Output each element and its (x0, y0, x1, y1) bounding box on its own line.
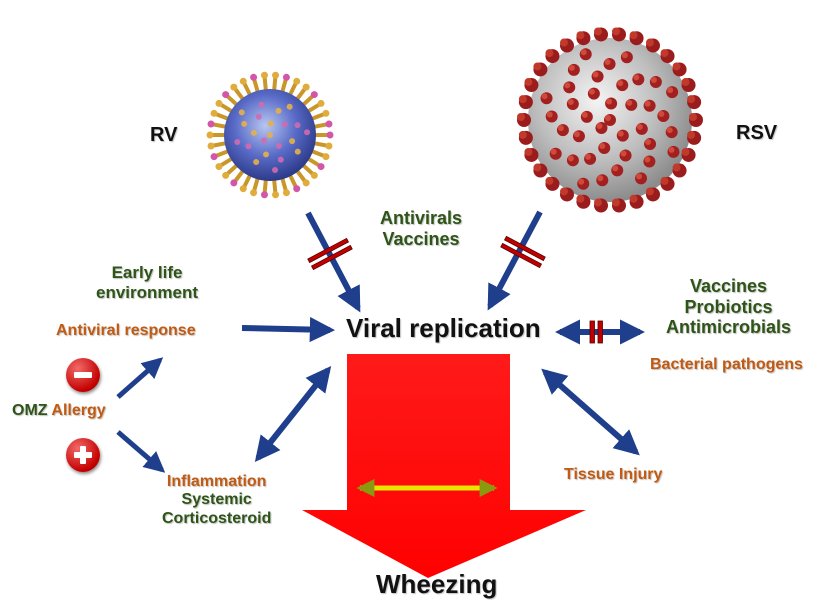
rsv-label: RSV (736, 122, 778, 144)
omz-label: OMZ (12, 402, 48, 419)
arrow-inflammation-replication (254, 366, 332, 462)
right-interventions: Vaccines Probiotics Antimicrobials (666, 276, 791, 338)
arrow-allergy-to-inflammation (116, 430, 166, 473)
systemic-label: Systemic (181, 491, 252, 509)
right-probiotics-label: Probiotics (684, 296, 773, 317)
plus-circle-icon (66, 438, 100, 472)
inflammation-block: Inflammation Systemic Corticosteroid (162, 473, 271, 528)
rv-label: RV (150, 124, 178, 146)
right-antimicrobials-label: Antimicrobials (666, 317, 792, 338)
top-intervention-antivirals: Antivirals (380, 208, 463, 228)
top-intervention-vaccines: Vaccines (382, 228, 460, 249)
wheezing-label: Wheezing (376, 569, 498, 599)
block-mark-rv (307, 237, 353, 271)
minus-circle-icon (66, 358, 100, 392)
viral-replication-label: Viral replication (346, 313, 541, 343)
arrow-rv-to-replication (305, 211, 361, 313)
early-life-line2: environment (96, 282, 199, 302)
wheezing-arrow (302, 354, 586, 578)
omz-allergy-label: OMZ Allergy (12, 402, 106, 420)
block-mark-rsv (500, 235, 546, 269)
arrow-antiviral-to-replication (241, 316, 336, 343)
rsv-virus-image (517, 27, 703, 213)
antiviral-response-label: Antiviral response (56, 322, 196, 339)
arrow-rsv-to-replication (487, 210, 543, 311)
rv-virus-image (206, 71, 334, 199)
bacterial-pathogens-label: Bacterial pathogens (650, 356, 803, 373)
allergy-label: Allergy (51, 402, 106, 419)
arrow-allergy-to-antiviral (116, 357, 164, 399)
tissue-injury-label: Tissue Injury (564, 466, 663, 483)
top-interventions: Antivirals Vaccines (380, 208, 462, 249)
corticosteroid-label: Corticosteroid (162, 509, 272, 527)
right-vaccines-label: Vaccines (689, 276, 768, 296)
early-life-environment-label: Early life environment (96, 263, 198, 302)
inflammation-label: Inflammation (166, 473, 267, 490)
arrow-replication-tissue-injury (541, 368, 640, 456)
early-life-line1: Early life (111, 263, 183, 282)
block-mark-bacterial (589, 320, 603, 344)
